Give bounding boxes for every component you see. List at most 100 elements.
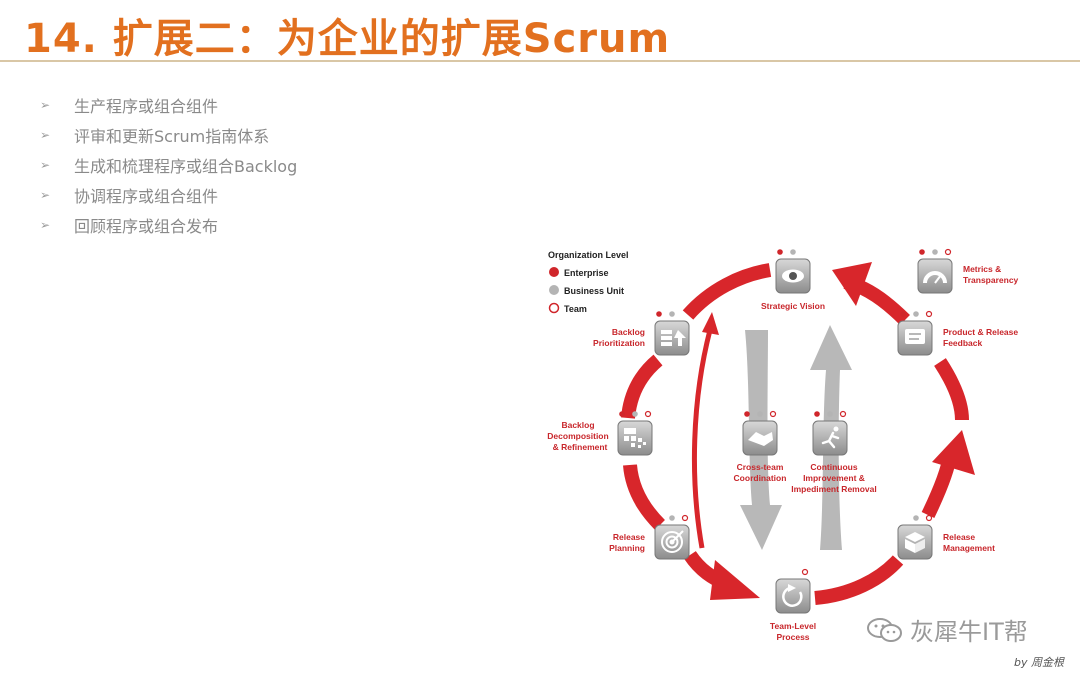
bullet-item: ➢ 生成和梳理程序或组合Backlog	[40, 150, 297, 180]
decomposition-to-planning-arrow	[623, 464, 666, 530]
level-dot-business-unit	[913, 515, 919, 521]
node-strategic-vision: Strategic Vision	[761, 249, 825, 311]
level-dot-team	[769, 410, 777, 418]
node-label: Coordination	[734, 473, 787, 483]
node-label: Cross-team	[737, 462, 784, 472]
node-team-level-process: Team-Level Process	[770, 568, 816, 642]
pixel-breakdown-icon	[624, 428, 646, 448]
package-icon	[905, 532, 925, 553]
team-to-management-arrow	[814, 555, 904, 605]
level-dot-team	[681, 514, 689, 522]
outer-cycle-arrows	[621, 262, 975, 605]
bullet-arrow-icon: ➢	[40, 98, 51, 112]
node-label: Release	[613, 532, 645, 542]
level-dot-business-unit	[669, 311, 675, 317]
level-dot-team	[925, 310, 933, 318]
watermark: 灰犀牛IT帮	[866, 612, 1028, 647]
level-dot-business-unit	[932, 249, 938, 255]
level-dot-business-unit	[669, 515, 675, 521]
node-backlog-prioritization: Backlog Prioritization	[593, 311, 690, 356]
node-label: Process	[776, 632, 809, 642]
level-dot-business-unit	[757, 411, 763, 417]
thin-arrowhead	[702, 312, 719, 335]
legend-business-unit: Business Unit	[564, 286, 624, 296]
level-dot-team	[944, 248, 952, 256]
node-label: Backlog	[561, 420, 594, 430]
cycle-icon	[782, 584, 803, 607]
node-label: Backlog	[612, 327, 645, 337]
node-continuous-improvement: Continuous Improvement & Impediment Remo…	[791, 410, 877, 494]
message-icon	[905, 329, 925, 344]
bullet-text: 生产程序或组合组件	[74, 97, 219, 116]
node-label: Release	[943, 532, 975, 542]
runner-icon	[821, 426, 840, 449]
node-label: Transparency	[963, 275, 1019, 285]
bullet-arrow-icon: ➢	[40, 218, 51, 232]
node-release-management: Release Management	[897, 514, 995, 560]
icon-tile	[775, 578, 811, 614]
level-dot-enterprise	[619, 411, 625, 417]
level-dot-enterprise	[919, 249, 925, 255]
legend-business-unit-dot	[549, 285, 559, 295]
node-label: Continuous	[810, 462, 857, 472]
node-release-planning: Release Planning	[609, 514, 690, 560]
legend-team-dot	[548, 302, 560, 314]
level-dot-enterprise	[777, 249, 783, 255]
bullet-list: ➢生产程序或组合组件 ➢评审和更新Scrum指南体系 ➢生成和梳理程序或组合Ba…	[40, 90, 297, 240]
node-label: Management	[943, 543, 995, 553]
watermark-text: 灰犀牛IT帮	[910, 618, 1028, 646]
target-icon	[661, 530, 684, 553]
bullet-arrow-icon: ➢	[40, 158, 51, 172]
node-cross-team-coordination: Cross-team Coordination	[734, 410, 787, 483]
node-label: Impediment Removal	[791, 484, 877, 494]
byline: by 周金根	[1014, 656, 1064, 669]
scrum-scaling-diagram: Organization Level Enterprise Business U…	[547, 248, 1019, 642]
bullet-item: ➢ 回顾程序或组合发布	[40, 210, 297, 240]
page-title: 14. 扩展二：为企业的扩展Scrum	[24, 16, 671, 62]
node-label: & Refinement	[553, 442, 608, 452]
node-label: Team-Level	[770, 621, 816, 631]
level-dot-enterprise	[744, 411, 750, 417]
level-dot-business-unit	[632, 411, 638, 417]
level-dot-team	[801, 568, 809, 576]
legend-team: Team	[564, 304, 587, 314]
bullet-text: 评审和更新Scrum指南体系	[74, 127, 270, 146]
node-product-release-feedback: Product & Release Feedback	[897, 310, 1018, 356]
node-metrics-transparency: Metrics & Transparency	[917, 248, 1019, 294]
level-dot-business-unit	[827, 411, 833, 417]
eye-icon	[782, 269, 804, 283]
node-label: Product & Release	[943, 327, 1018, 337]
feedback-lower-arrow	[934, 358, 969, 421]
handshake-icon	[748, 432, 773, 446]
bullet-text: 回顾程序或组合发布	[74, 217, 219, 236]
legend: Organization Level Enterprise Business U…	[548, 250, 629, 314]
bullet-text: 生成和梳理程序或组合Backlog	[74, 157, 298, 176]
node-label: Feedback	[943, 338, 982, 348]
level-dot-business-unit	[913, 311, 919, 317]
legend-enterprise-dot	[549, 267, 559, 277]
node-backlog-decomposition: Backlog Decomposition & Refinement	[547, 410, 653, 456]
node-label: Strategic Vision	[761, 301, 825, 311]
node-label: Decomposition	[547, 431, 608, 441]
planning-to-team-arrowhead	[710, 560, 760, 600]
prioritization-to-decomposition-arrow	[621, 354, 663, 419]
level-dot-team	[644, 410, 652, 418]
gauge-icon	[923, 271, 947, 284]
sort-list-icon	[661, 330, 686, 346]
wechat-icon	[867, 617, 902, 642]
management-to-feedback-arrowhead	[932, 430, 975, 475]
node-label: Planning	[609, 543, 645, 553]
level-dot-enterprise	[656, 311, 662, 317]
title-divider	[0, 60, 1080, 62]
bullet-text: 协调程序或组合组件	[74, 187, 219, 206]
level-dot-team	[925, 514, 933, 522]
bullet-item: ➢ 生产程序或组合组件	[40, 90, 297, 120]
vision-to-prioritization-arrow	[682, 263, 772, 320]
level-dot-business-unit	[790, 249, 796, 255]
bullet-item: ➢评审和更新Scrum指南体系	[40, 120, 297, 150]
node-label: Improvement &	[803, 473, 865, 483]
planning-to-prioritization-thin-arrow	[691, 329, 713, 549]
legend-enterprise: Enterprise	[564, 268, 609, 278]
node-label: Prioritization	[593, 338, 645, 348]
level-dot-team	[839, 410, 847, 418]
